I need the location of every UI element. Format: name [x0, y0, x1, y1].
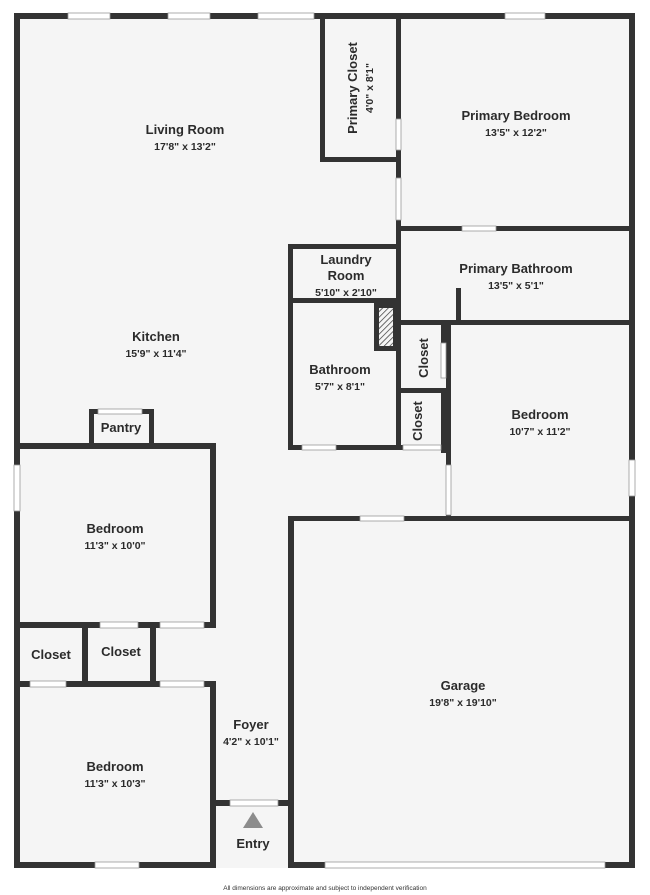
room-labels: Living Room 17'8" x 13'2" Kitchen 15'9" … — [31, 41, 573, 892]
entry-arrow-icon — [243, 812, 263, 828]
living-room-dims: 17'8" x 13'2" — [154, 141, 216, 153]
bedroom-east-dims: 10'7" x 11'2" — [509, 426, 570, 438]
laundry-room-dims: 5'10" x 2'10" — [315, 287, 377, 299]
windows — [13, 12, 636, 869]
living-room-name: Living Room — [146, 122, 225, 137]
garage-dims: 19'8" x 19'10" — [429, 697, 497, 709]
pantry-name: Pantry — [101, 420, 142, 435]
bathroom-name: Bathroom — [309, 362, 370, 377]
laundry-room-name-line1: Laundry — [320, 252, 372, 267]
bedroom-south-name: Bedroom — [86, 759, 143, 774]
primary-closet-dims: 4'0" x 8'1" — [364, 63, 376, 113]
closet-left-name: Closet — [31, 647, 71, 662]
closet-lower-name: Closet — [410, 400, 425, 440]
primary-bedroom-name: Primary Bedroom — [461, 108, 570, 123]
footnote: All dimensions are approximate and subje… — [223, 885, 427, 892]
foyer-name: Foyer — [233, 717, 268, 732]
kitchen-name: Kitchen — [132, 329, 180, 344]
kitchen-dims: 15'9" x 11'4" — [125, 348, 186, 360]
garage-name: Garage — [441, 678, 486, 693]
bathroom-dims: 5'7" x 8'1" — [315, 381, 365, 393]
foyer-dims: 4'2" x 10'1" — [223, 736, 279, 748]
bedroom-west-dims: 11'3" x 10'0" — [84, 540, 145, 552]
duct-hatch — [379, 308, 393, 346]
closet-upper-name: Closet — [416, 337, 431, 377]
laundry-room-name-line2: Room — [328, 268, 365, 283]
primary-bathroom-dims: 13'5" x 5'1" — [488, 280, 544, 292]
bedroom-east-name: Bedroom — [511, 407, 568, 422]
bedroom-south-dims: 11'3" x 10'3" — [84, 778, 145, 790]
primary-bathroom-name: Primary Bathroom — [459, 261, 572, 276]
bedroom-west-name: Bedroom — [86, 521, 143, 536]
primary-closet-name: Primary Closet — [345, 41, 360, 133]
closet-middle-name: Closet — [101, 644, 141, 659]
entry-name: Entry — [236, 836, 270, 851]
primary-bedroom-dims: 13'5" x 12'2" — [485, 127, 547, 139]
